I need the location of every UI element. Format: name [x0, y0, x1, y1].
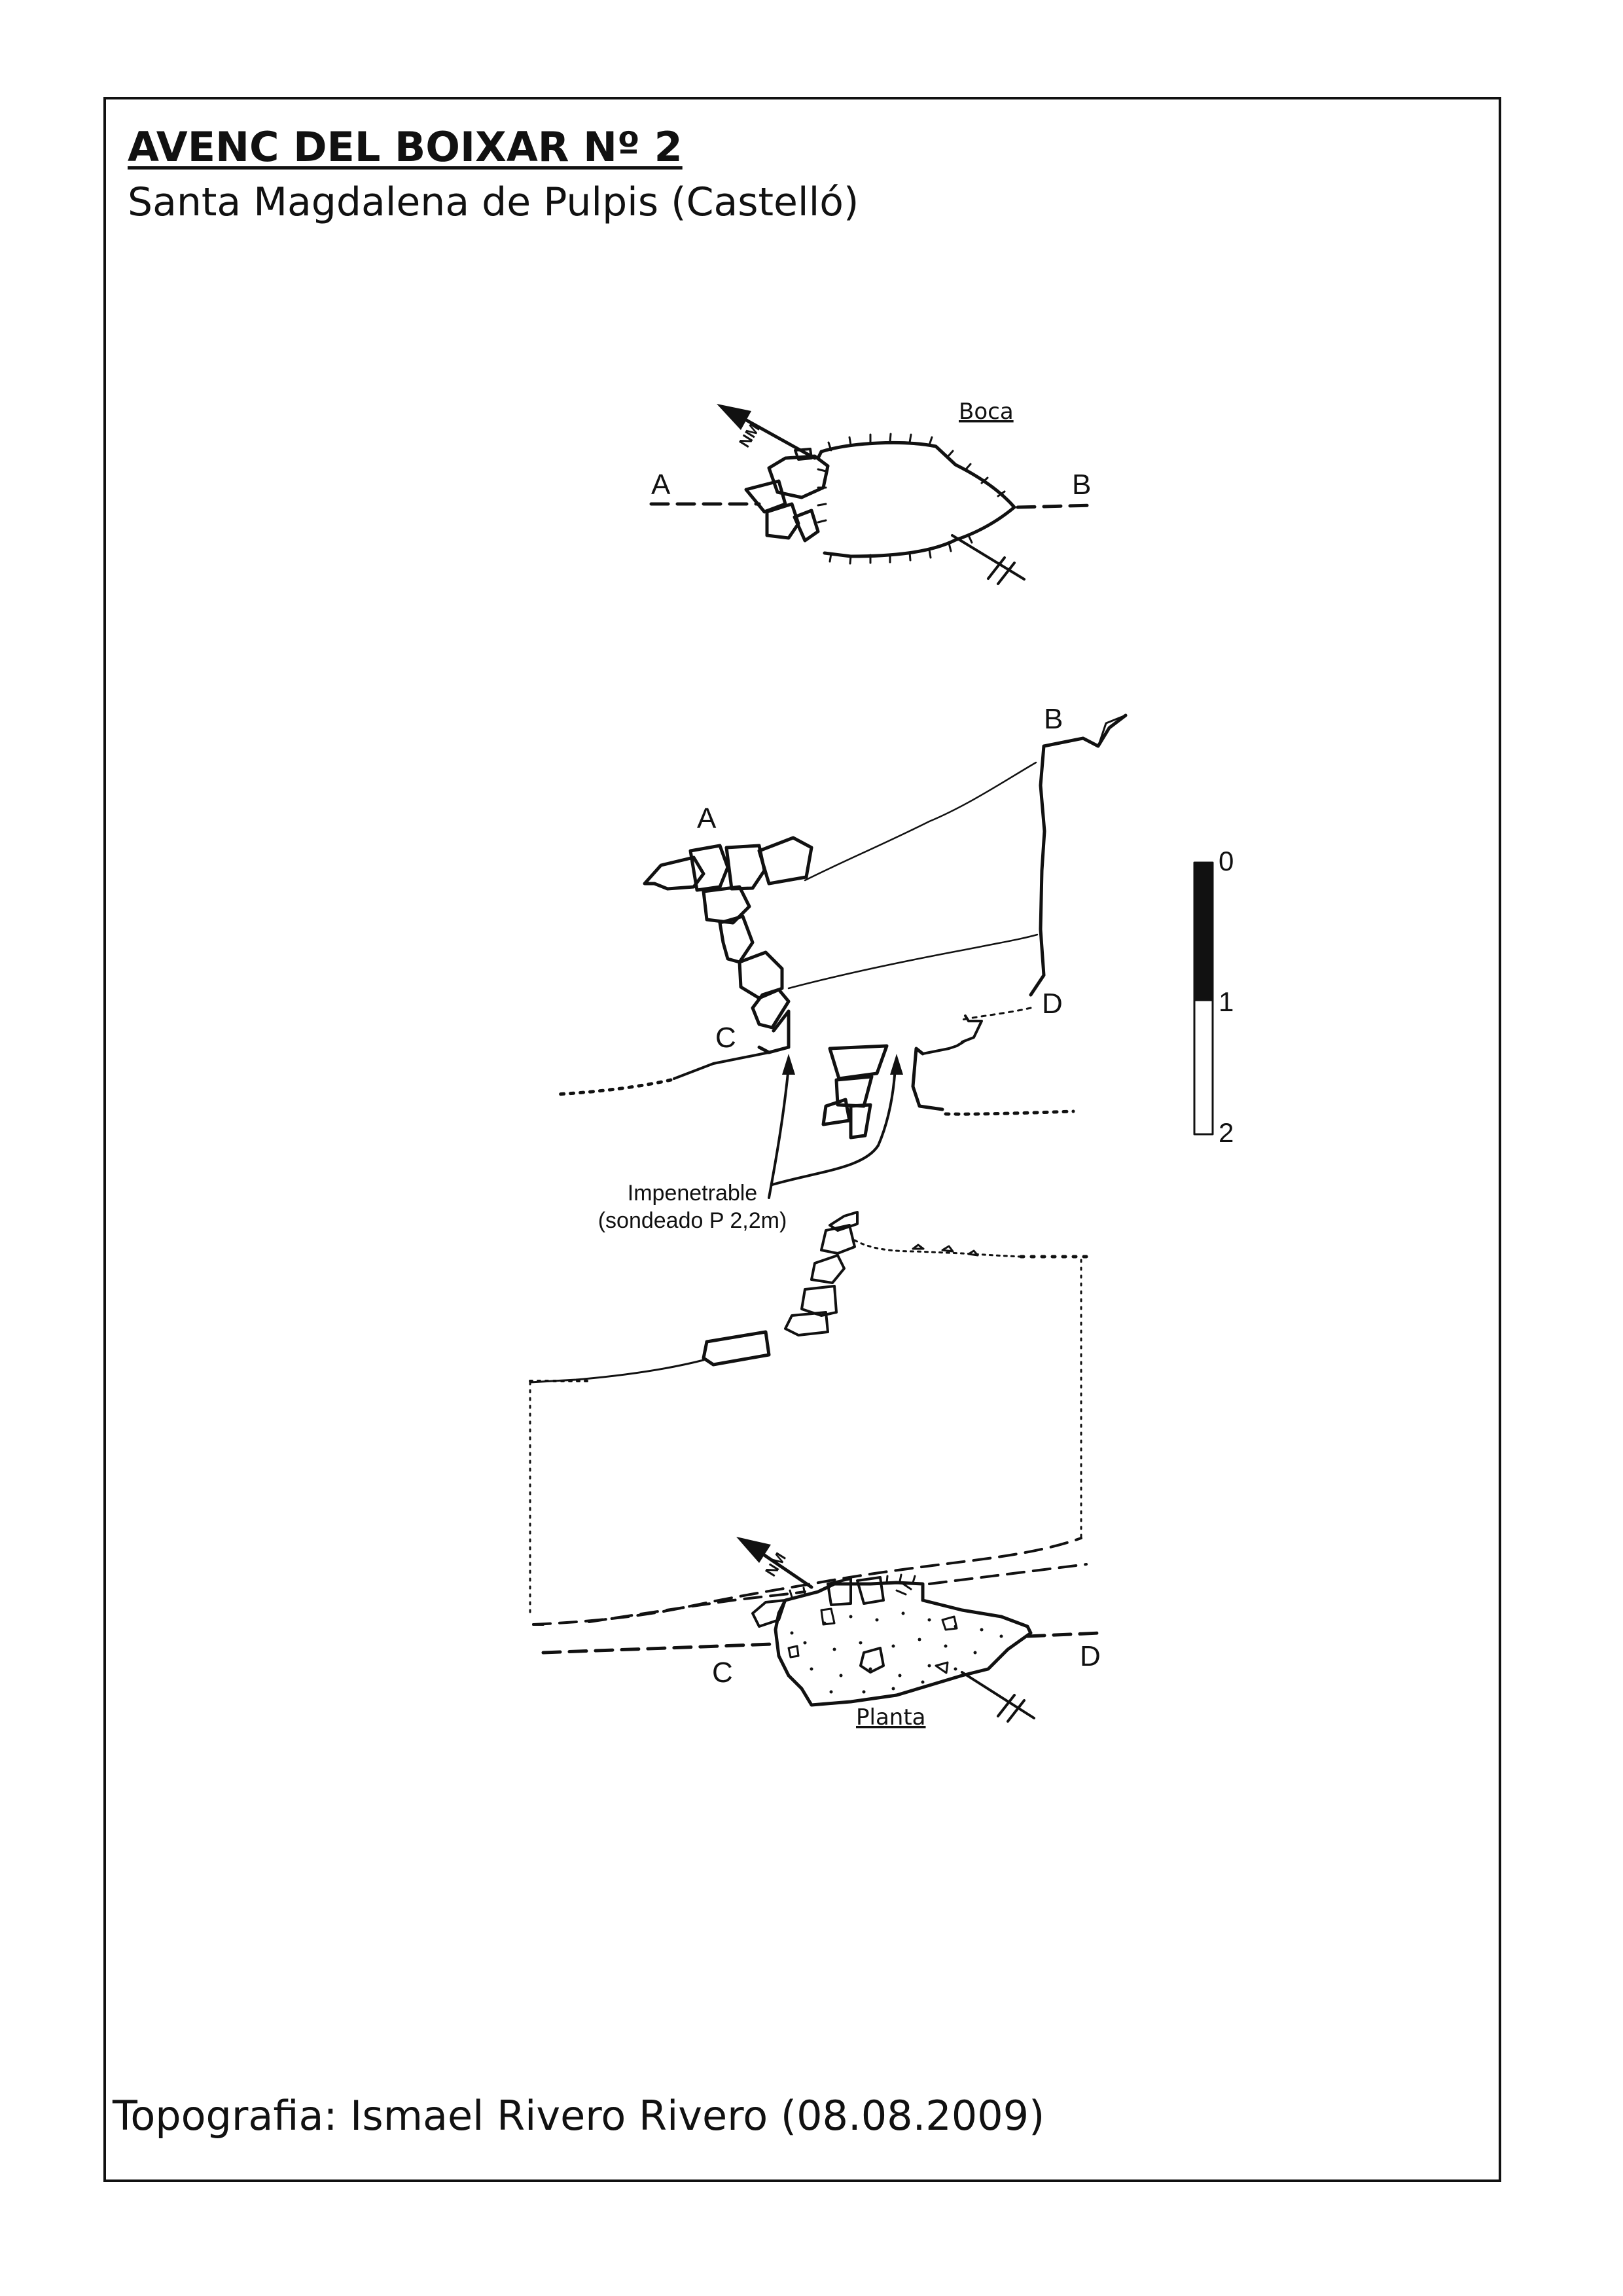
scale-tick-1: 1 — [1219, 986, 1234, 1017]
section-label-d: D — [1042, 988, 1063, 1020]
cave-title: AVENC DEL BOIXAR Nº 2 — [128, 123, 683, 171]
entrance-plan — [649, 404, 1095, 585]
section-label-c: C — [715, 1022, 736, 1054]
cave-plan — [532, 1537, 1101, 1723]
page-frame — [103, 97, 1501, 2182]
cave-location: Santa Magdalena de Pulpis (Castelló) — [128, 179, 859, 225]
scale-tick-0: 0 — [1219, 846, 1234, 876]
cave-lower-section — [529, 1211, 1088, 1615]
plan-label-c: C — [712, 1657, 733, 1689]
impenetrable-note: Impenetrable — [628, 1181, 757, 1206]
plan-north-label: NM — [762, 1550, 790, 1580]
section-label-a: A — [697, 802, 717, 834]
section-label-b: B — [1044, 703, 1063, 735]
station-label-a: A — [651, 469, 671, 501]
plan-label-d: D — [1080, 1640, 1101, 1672]
north-arrow-icon — [736, 1537, 813, 1589]
sounding-note: (sondeado P 2,2m) — [598, 1208, 787, 1233]
survey-credit: Topografia: Ismael Rivero Rivero (08.08.… — [113, 2092, 1045, 2140]
scale-tick-2: 2 — [1219, 1117, 1234, 1148]
station-label-b: B — [1072, 469, 1091, 501]
plan-label: Planta — [856, 1704, 926, 1731]
entrance-label: Boca — [959, 399, 1014, 425]
cave-section — [554, 713, 1128, 1199]
scale-bar — [1193, 861, 1214, 1136]
